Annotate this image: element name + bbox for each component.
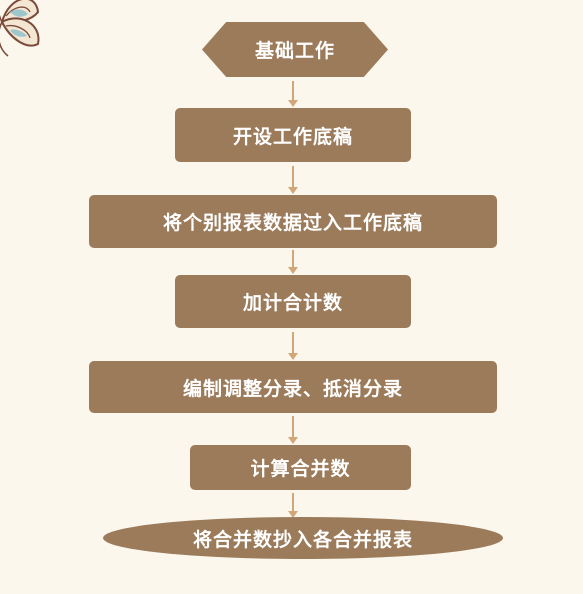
flow-step-post-individual-statements: 将个别报表数据过入工作底稿 [89, 195, 497, 248]
flow-arrow [288, 166, 298, 194]
flow-arrow [288, 493, 298, 518]
flow-step-copy-to-consolidated-statements: 将合并数抄入各合并报表 [103, 517, 503, 559]
flow-step-open-worksheet: 开设工作底稿 [175, 108, 411, 162]
flow-arrow [288, 332, 298, 360]
flow-arrow [288, 81, 298, 107]
flow-step-label: 开设工作底稿 [232, 125, 353, 148]
flow-step-label: 加计合计数 [242, 292, 343, 314]
flow-step-basic-work: 基础工作 [202, 22, 388, 77]
flow-arrow [288, 416, 298, 444]
flow-step-label: 编制调整分录、抵消分录 [182, 377, 403, 400]
flow-step-compute-consolidated: 计算合并数 [190, 445, 411, 490]
flow-step-label: 将个别报表数据过入工作底稿 [162, 212, 423, 234]
flow-step-label: 将合并数抄入各合并报表 [192, 528, 413, 551]
flow-step-label: 基础工作 [254, 40, 335, 62]
flow-step-adjusting-eliminating-entries: 编制调整分录、抵消分录 [89, 361, 497, 413]
flow-step-label: 计算合并数 [250, 458, 351, 480]
flow-arrow [288, 250, 298, 274]
flow-step-sum-totals: 加计合计数 [175, 275, 411, 328]
flower-ornament-icon [0, 0, 40, 57]
